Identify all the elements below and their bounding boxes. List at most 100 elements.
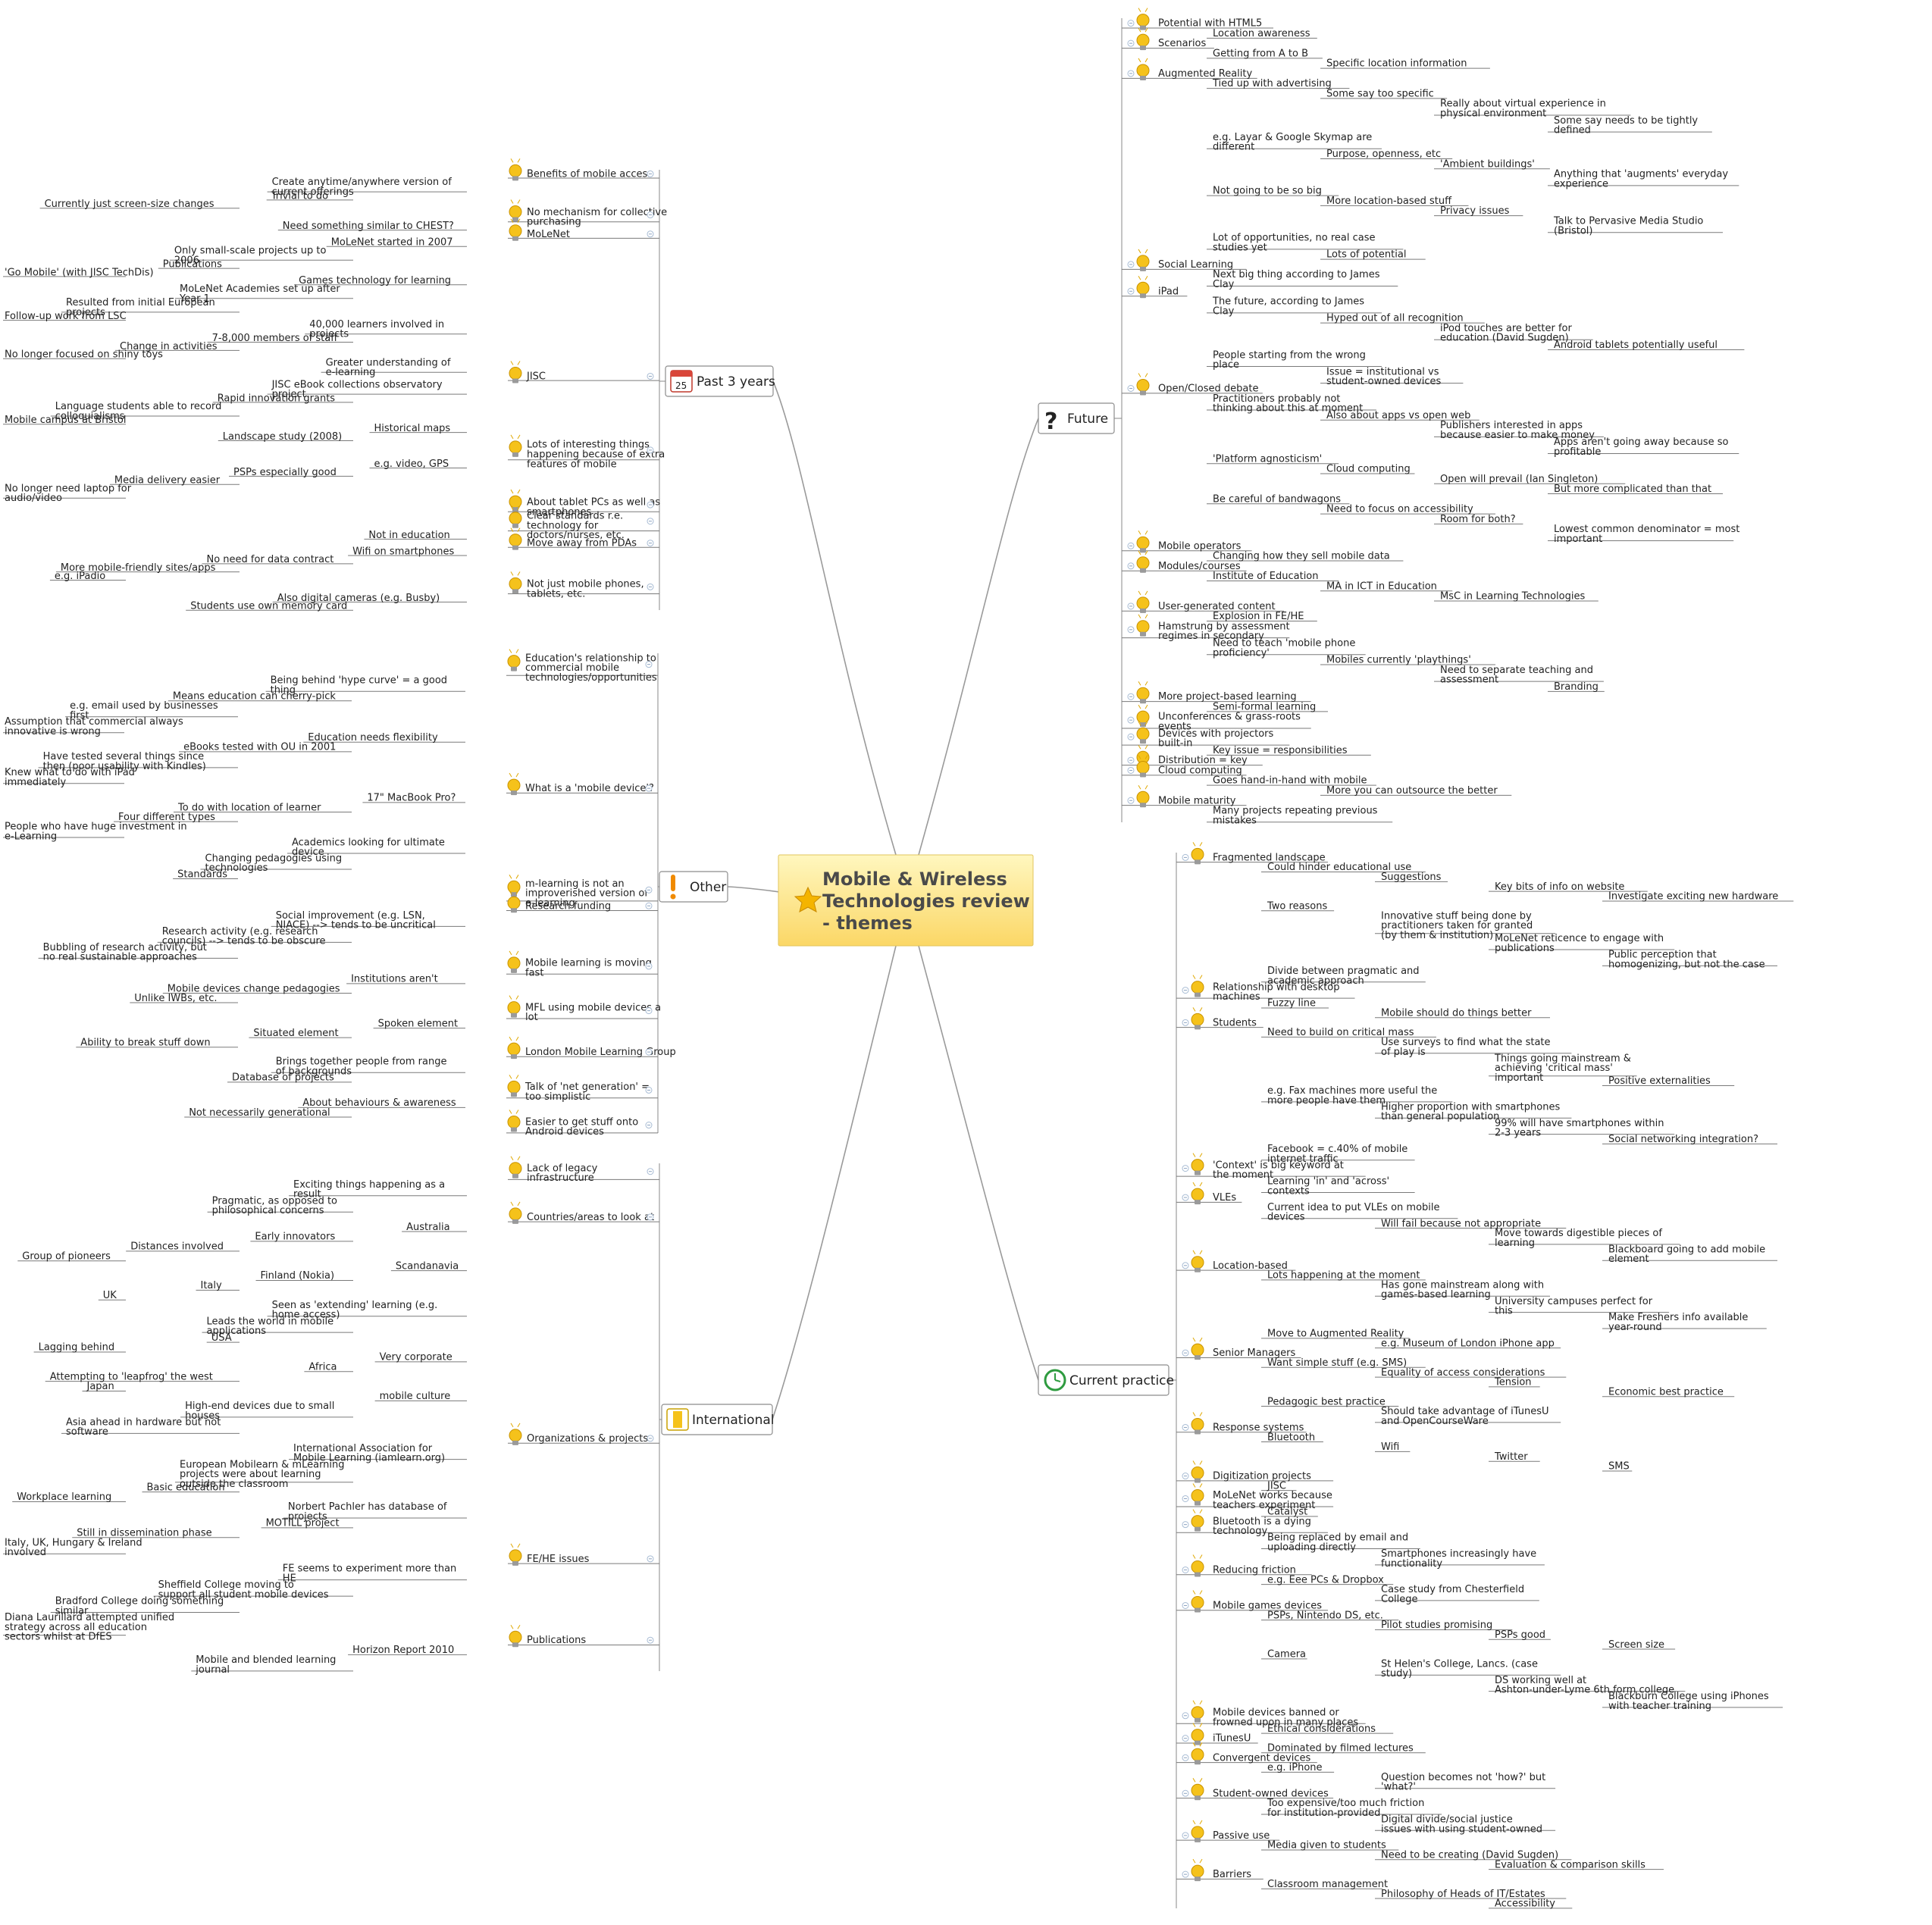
- collapse-toggle[interactable]: [1127, 756, 1135, 764]
- lightbulb-icon: [507, 875, 521, 897]
- collapse-toggle[interactable]: [645, 784, 653, 792]
- note-label: Will fail because not appropriate: [1381, 1218, 1541, 1229]
- collapse-toggle[interactable]: [647, 1168, 654, 1175]
- collapse-toggle[interactable]: [647, 1213, 654, 1221]
- collapse-toggle[interactable]: [647, 501, 654, 509]
- collapse-toggle[interactable]: [647, 230, 654, 238]
- collapse-toggle[interactable]: [1182, 853, 1189, 861]
- collapse-toggle[interactable]: [1127, 20, 1135, 27]
- note-label: Education needs flexibility: [308, 732, 438, 743]
- collapse-toggle[interactable]: [1182, 1735, 1189, 1742]
- topic-future[interactable]: ? Future: [1038, 402, 1115, 435]
- collapse-toggle[interactable]: [1127, 716, 1135, 724]
- collapse-toggle[interactable]: [645, 1048, 653, 1056]
- collapse-toggle[interactable]: [647, 170, 654, 177]
- collapse-toggle[interactable]: [647, 583, 654, 590]
- note-label: Early innovators: [255, 1232, 335, 1243]
- lightbulb-icon: [509, 361, 522, 383]
- collapse-toggle[interactable]: [1182, 1754, 1189, 1761]
- collapse-toggle[interactable]: [1127, 70, 1135, 77]
- collapse-toggle[interactable]: [1182, 1566, 1189, 1573]
- collapse-toggle[interactable]: [1127, 542, 1135, 549]
- note-label: Lagging behind: [39, 1342, 115, 1354]
- collapse-toggle[interactable]: [1182, 1262, 1189, 1269]
- collapse-toggle[interactable]: [1182, 1423, 1189, 1431]
- collapse-toggle[interactable]: [1127, 626, 1135, 634]
- collapse-toggle[interactable]: [647, 1555, 654, 1563]
- collapse-toggle[interactable]: [1182, 1870, 1189, 1878]
- note-label: To do with location of learner: [177, 802, 321, 813]
- collapse-toggle[interactable]: [647, 446, 654, 454]
- lightbulb-icon: [1136, 249, 1150, 271]
- subtopic-label: London Mobile Learning Group: [525, 1047, 676, 1058]
- collapse-toggle[interactable]: [1182, 1601, 1189, 1609]
- collapse-toggle[interactable]: [645, 886, 653, 894]
- topic-international[interactable]: International: [661, 1404, 775, 1435]
- collapse-toggle[interactable]: [1127, 733, 1135, 740]
- topic-label: Other: [690, 880, 726, 895]
- note-label: Wifi: [1381, 1441, 1399, 1453]
- collapse-toggle[interactable]: [1182, 1349, 1189, 1357]
- note-label: More location-based stuff: [1326, 196, 1452, 207]
- collapse-toggle[interactable]: [645, 1122, 653, 1129]
- lightbulb-icon: [1191, 1723, 1204, 1745]
- collapse-toggle[interactable]: [647, 518, 654, 525]
- note-label: UK: [103, 1290, 117, 1301]
- topic-past-3-years[interactable]: 25 Past 3 years: [665, 365, 775, 397]
- topic-other[interactable]: Other: [659, 871, 728, 903]
- collapse-toggle[interactable]: [1127, 562, 1135, 570]
- subtopic-label: Distribution = key: [1158, 755, 1248, 766]
- collapse-toggle[interactable]: [1182, 987, 1189, 994]
- collapse-toggle[interactable]: [1182, 1473, 1189, 1480]
- lightbulb-icon: [1136, 8, 1150, 30]
- collapse-toggle[interactable]: [1127, 766, 1135, 774]
- collapse-toggle[interactable]: [1127, 693, 1135, 700]
- collapse-toggle[interactable]: [1127, 385, 1135, 393]
- central-topic[interactable]: Mobile & Wireless Technologies review - …: [778, 854, 1034, 947]
- collapse-toggle[interactable]: [1182, 1712, 1189, 1720]
- collapse-toggle[interactable]: [647, 372, 654, 380]
- collapse-toggle[interactable]: [645, 1007, 653, 1015]
- collapse-toggle[interactable]: [1182, 1495, 1189, 1502]
- collapse-toggle[interactable]: [1127, 39, 1135, 47]
- topic-current-practice[interactable]: Current practice: [1038, 1364, 1174, 1396]
- collapse-toggle[interactable]: [1182, 1019, 1189, 1026]
- lightbulb-icon: [509, 1423, 522, 1445]
- collapse-toggle[interactable]: [645, 661, 653, 668]
- note-label: Scandanavia: [396, 1260, 459, 1272]
- note-label: Open will prevail (Ian Singleton): [1440, 474, 1598, 485]
- collapse-toggle[interactable]: [1182, 1194, 1189, 1201]
- collapse-toggle[interactable]: [1182, 1521, 1189, 1529]
- collapse-toggle[interactable]: [1127, 797, 1135, 804]
- collapse-toggle[interactable]: [645, 902, 653, 909]
- collapse-toggle[interactable]: [1127, 287, 1135, 295]
- collapse-toggle[interactable]: [645, 962, 653, 970]
- collapse-toggle[interactable]: [645, 1086, 653, 1094]
- subtopic-label: User-generated content: [1158, 601, 1276, 612]
- note-label: Screen size: [1608, 1639, 1664, 1651]
- collapse-toggle[interactable]: [1127, 261, 1135, 268]
- subtopic-label: Reducing friction: [1213, 1564, 1296, 1576]
- note-label: Students use own memory card: [190, 601, 347, 612]
- collapse-toggle[interactable]: [1182, 1789, 1189, 1797]
- collapse-toggle[interactable]: [1127, 603, 1135, 610]
- collapse-toggle[interactable]: [1182, 1832, 1189, 1839]
- collapse-toggle[interactable]: [647, 1636, 654, 1644]
- lightbulb-icon: [1191, 1412, 1204, 1435]
- note-label: Mobile should do things better: [1381, 1008, 1532, 1019]
- collapse-toggle[interactable]: [647, 540, 654, 547]
- note-label: Lots happening at the moment: [1267, 1270, 1420, 1282]
- collapse-toggle[interactable]: [647, 1435, 654, 1442]
- collapse-toggle[interactable]: [647, 211, 654, 219]
- subtopic-label: Talk of 'net generation' =too simplistic: [524, 1081, 650, 1103]
- collapse-toggle[interactable]: [1182, 1165, 1189, 1172]
